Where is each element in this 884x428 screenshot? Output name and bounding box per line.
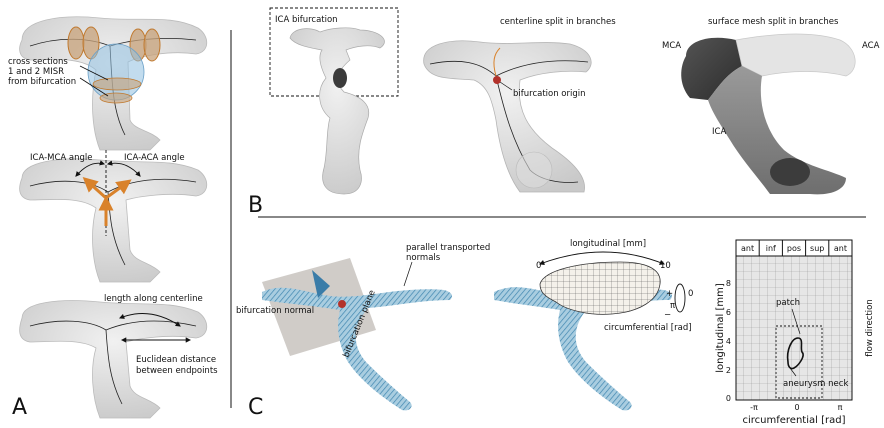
top-band-sup: sup	[810, 244, 824, 253]
parallel-transported-label-1: parallel transported	[406, 243, 490, 253]
bifurcation-point	[338, 300, 346, 308]
y-tick-8: 8	[726, 279, 731, 288]
circumferential-loop	[675, 284, 685, 312]
y-tick-0: 0	[726, 394, 731, 403]
cross-sections-label-2: 1 and 2 MISR	[8, 67, 64, 77]
bifurcation-origin-label: bifurcation origin	[513, 89, 586, 99]
panel-c: parallel transported normals bifurcation…	[236, 239, 875, 426]
top-band-ant-2: ant	[834, 244, 847, 253]
x-tick-pi: π	[838, 403, 843, 412]
y-tick-6: 6	[726, 308, 731, 317]
y-tick-2: 2	[726, 366, 731, 375]
top-band-ant-1: ant	[741, 244, 754, 253]
b-centerline-vessel	[424, 41, 592, 192]
patch-plot: ant inf pos sup ant patch aneurysm neck …	[715, 240, 875, 426]
ica-bifurcation-label: ICA bifurcation	[275, 15, 338, 25]
panel-b-letter: B	[248, 193, 263, 218]
circ-minus: −	[664, 310, 671, 320]
x-tick-minus-pi: -π	[750, 403, 758, 412]
surface-mesh-title: surface mesh split in branches	[708, 17, 839, 27]
panel-a: cross sections 1 and 2 MISR from bifurca…	[8, 17, 218, 420]
mca-label: MCA	[662, 41, 681, 51]
x-tick-zero: 0	[794, 403, 799, 412]
y-tick-4: 4	[726, 337, 731, 346]
flow-direction-label: flow direction	[865, 299, 875, 356]
circ-plus: +	[666, 289, 673, 299]
patch-plot-top-bands: ant inf pos sup ant	[736, 240, 852, 256]
ica-mca-angle-label: ICA-MCA angle	[30, 153, 93, 163]
b-overview-vessel	[290, 28, 384, 194]
patch-plot-ylabel: longitudinal [mm]	[715, 283, 726, 373]
bifurcation-origin-marker	[493, 76, 501, 84]
ica-aca-angle-label: ICA-ACA angle	[124, 153, 185, 163]
cross-sections-label-3: from bifurcation	[8, 77, 76, 87]
panel-c-letter: C	[248, 395, 263, 420]
patch-label: patch	[776, 298, 800, 308]
cross-sections-label-1: cross sections	[8, 57, 68, 67]
top-band-pos: pos	[787, 244, 801, 253]
longitudinal-label: longitudinal [mm]	[570, 239, 646, 249]
top-band-inf: inf	[766, 244, 776, 253]
circ-zero: 0	[688, 289, 693, 299]
b-mesh-vessel	[681, 34, 855, 194]
euclidean-distance-label-2: between endpoints	[136, 366, 218, 376]
parallel-transported-leader	[404, 262, 412, 286]
longitudinal-start: 0	[536, 261, 541, 271]
centerline-split-title: centerline split in branches	[500, 17, 616, 27]
parallel-transported-label-2: normals	[406, 253, 441, 263]
panel-b: ICA bifurcation centerline split in bran…	[248, 8, 880, 218]
euclidean-distance-label-1: Euclidean distance	[136, 355, 216, 365]
aca-label: ACA	[862, 41, 880, 51]
patch-plot-xlabel: circumferential [rad]	[743, 415, 846, 426]
longitudinal-end: 10	[660, 261, 671, 271]
circumferential-label: circumferential [rad]	[604, 323, 692, 333]
panel-a-letter: A	[12, 395, 27, 420]
ica-label: ICA	[712, 127, 726, 137]
bifurcation-normal-label: bifurcation normal	[236, 306, 314, 316]
aneurysm-neck-label: aneurysm neck	[783, 379, 848, 389]
panel-a-vessel-2	[20, 150, 207, 282]
length-along-centerline-label: length along centerline	[104, 294, 203, 304]
